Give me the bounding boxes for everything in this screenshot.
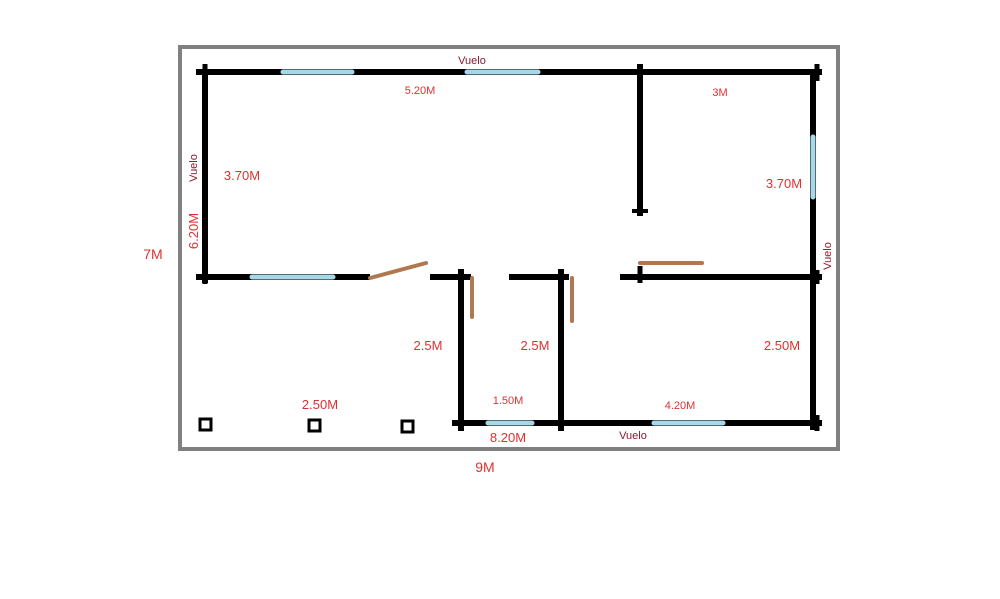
label-top-right-width: 3M [712,87,727,99]
door-left [368,261,428,280]
label-vuelo-left: Vuelo [188,154,200,182]
labels: Vuelo 5.20M 3M Vuelo 6.20M 3.70M 7M 3.70… [143,55,834,475]
windows [249,69,816,426]
label-right-bottom-height: 2.50M [764,338,800,353]
label-vuelo-right: Vuelo [822,242,834,270]
post-1 [198,417,213,432]
label-small-room-width: 1.50M [493,395,524,407]
outer-frame [178,45,840,451]
label-porch-width: 2.50M [302,397,338,412]
label-right-room-height: 3.70M [766,176,802,191]
label-right-bottom-width: 4.20M [665,400,696,412]
post-2 [307,418,322,433]
label-left-total-height: 6.20M [186,213,201,249]
label-top-left-width: 5.20M [405,85,436,97]
label-mid-center-height: 2.5M [521,338,550,353]
label-vuelo-bottom: Vuelo [619,430,647,442]
label-bottom-total-width: 8.20M [490,430,526,445]
doors [368,261,704,323]
label-outer-width: 9M [475,459,494,475]
label-vuelo-top: Vuelo [458,55,486,67]
post-3 [400,419,415,434]
label-left-room-height: 3.70M [224,168,260,183]
label-outer-height: 7M [143,246,162,262]
label-mid-left-height: 2.5M [414,338,443,353]
walls [196,64,822,431]
porch-posts [198,417,415,434]
